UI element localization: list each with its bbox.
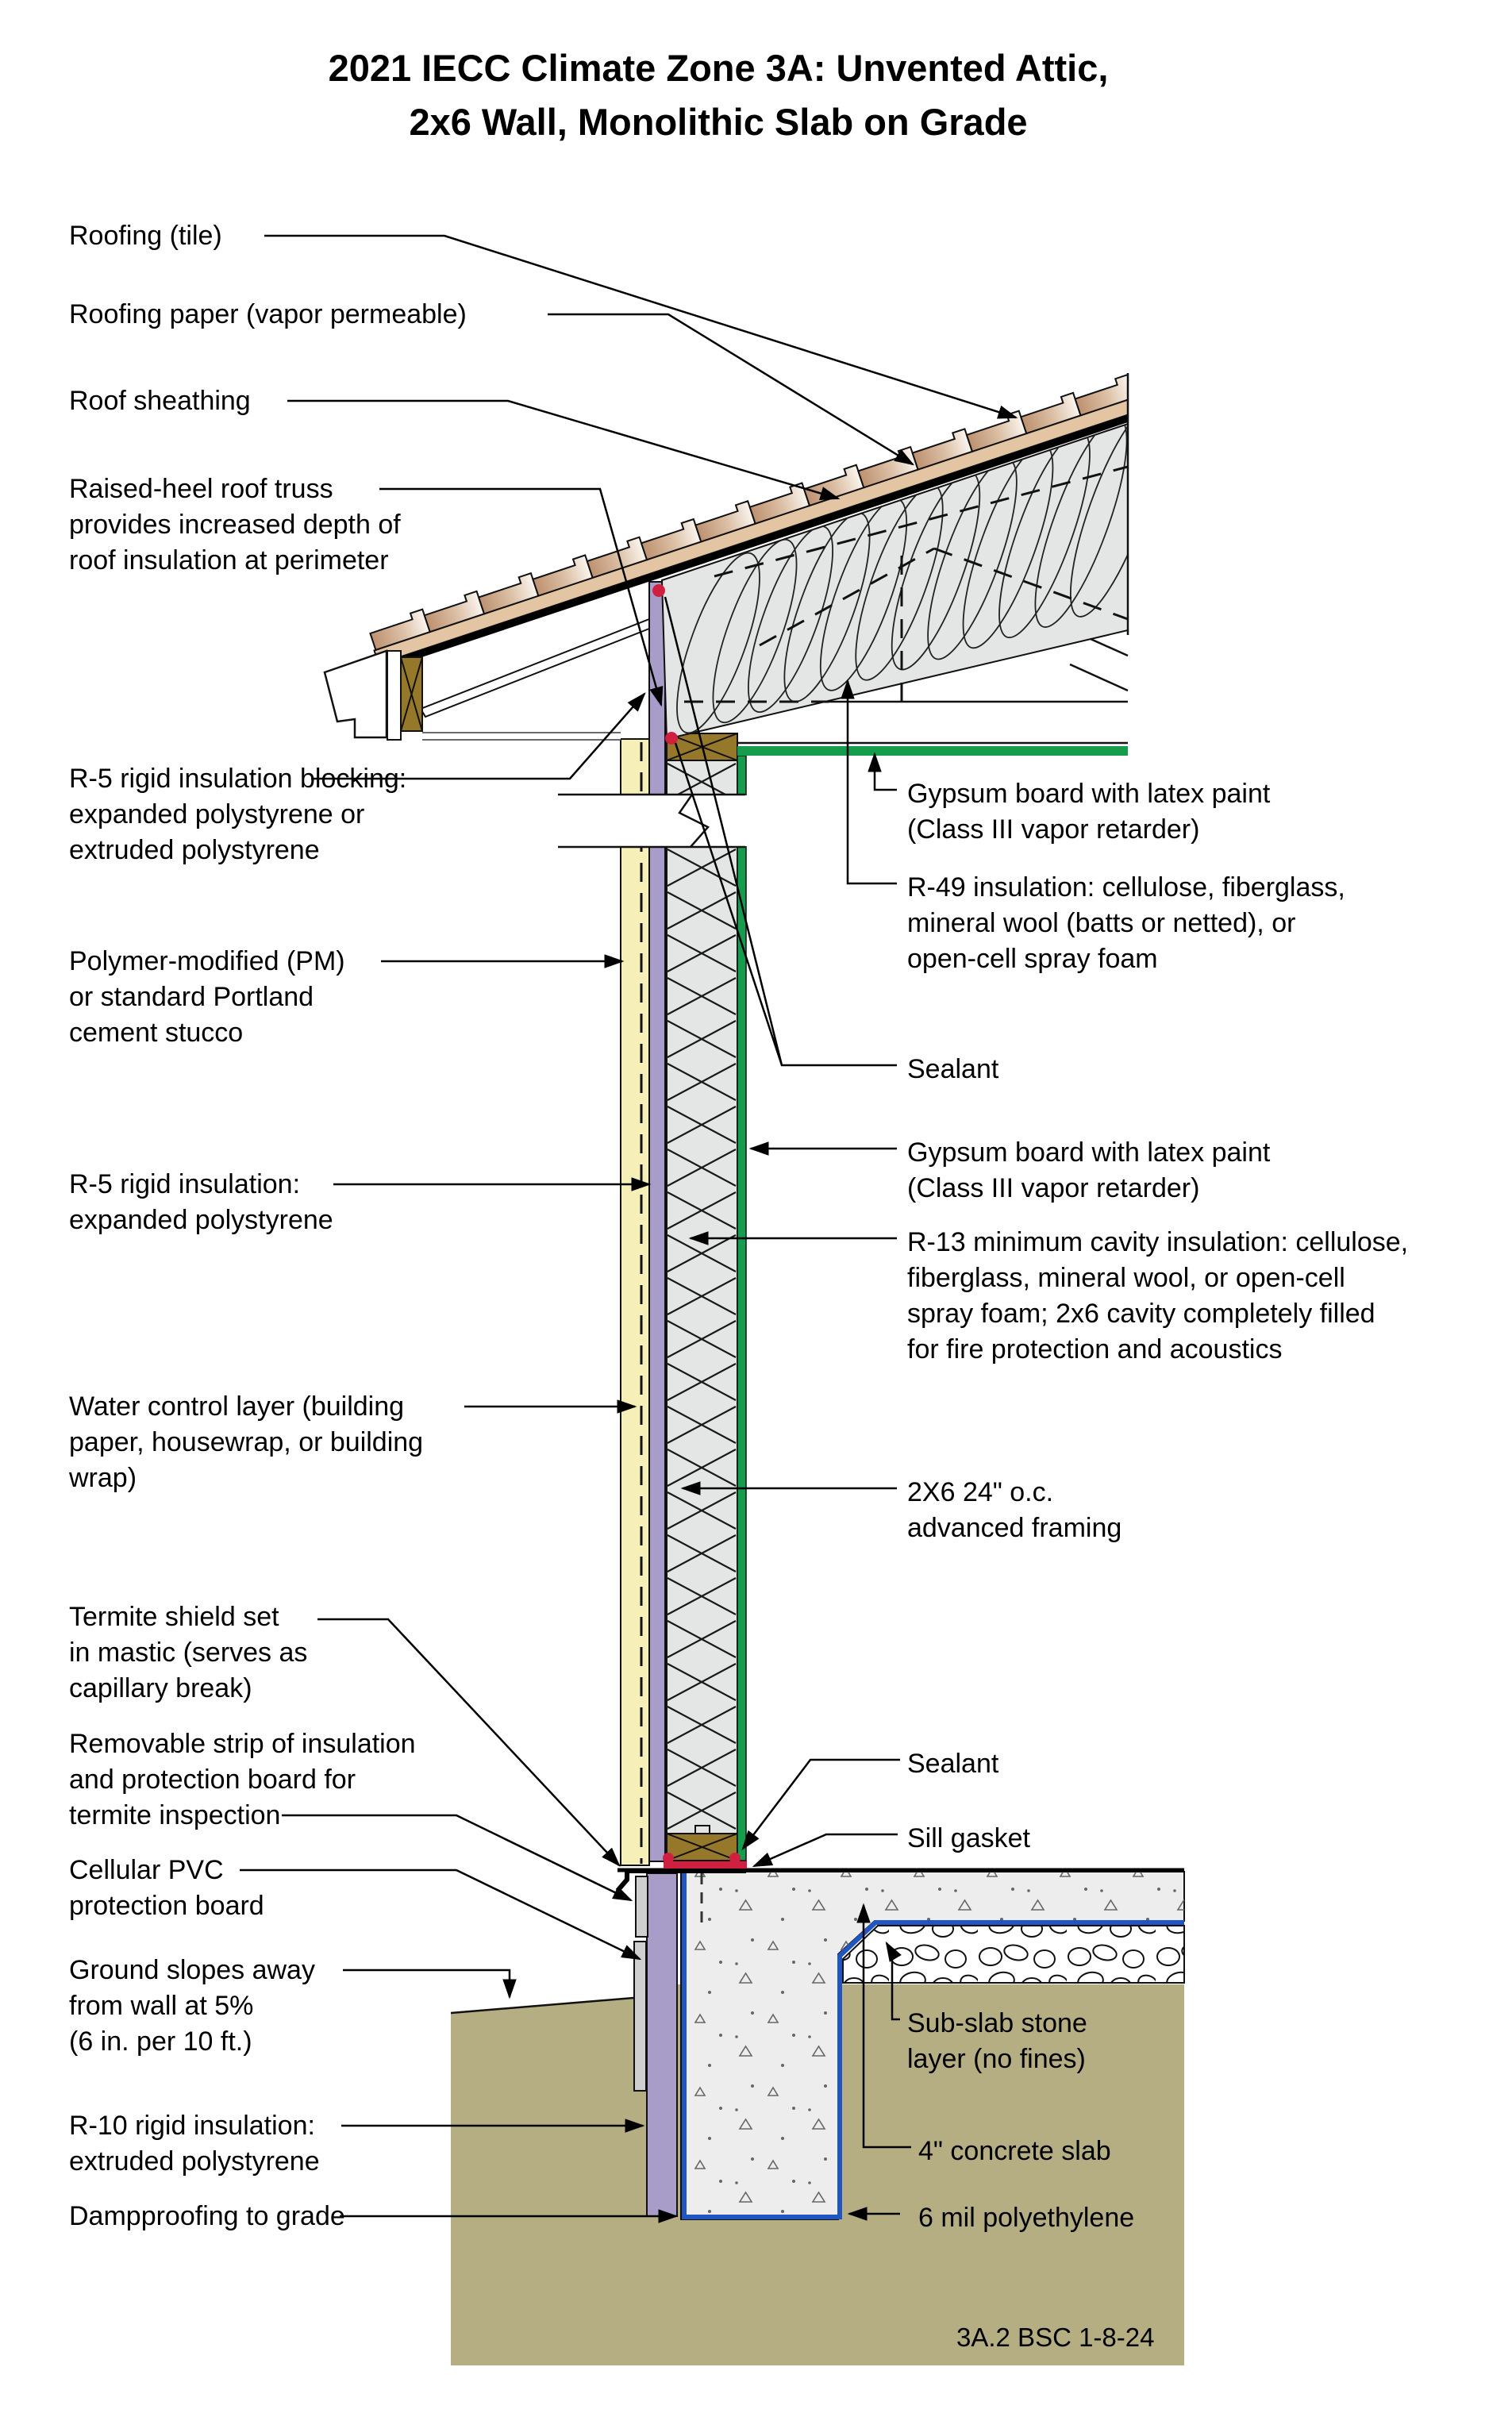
label-r5-blocking: R-5 rigid insulation blocking: expanded …: [69, 764, 407, 865]
r10-rigid-insulation: [646, 1872, 678, 2217]
removable-insulation-strip: [635, 1876, 648, 1938]
attic-insulation: [660, 422, 1129, 741]
section-cut-lines: [829, 373, 1129, 703]
raised-heel-truss-member: [419, 618, 650, 718]
leader-roof-sheathing: [287, 399, 841, 501]
wall-cavity-insulation: [666, 760, 738, 1834]
label-roof-sheathing: Roof sheathing: [69, 386, 251, 416]
termite-shield: [615, 1869, 746, 1892]
label-r5-wall: R-5 rigid insulation: expanded polystyre…: [69, 1169, 333, 1235]
soffit: [422, 732, 621, 741]
label-polyethylene: 6 mil polyethylene: [918, 2203, 1135, 2233]
label-raised-heel: Raised-heel roof truss provides increase…: [69, 474, 401, 575]
leader-roofing-paper: [548, 313, 915, 466]
gypsum-board-wall: [737, 755, 747, 1861]
fascia-board: [400, 656, 423, 732]
sill-plate: [666, 1825, 738, 1861]
label-roofing-tile: Roofing (tile): [69, 221, 222, 251]
gutter: [323, 649, 388, 739]
leader-concrete-slab: [856, 1903, 911, 2149]
sealant-dot-sill-right: [729, 1853, 741, 1864]
leader-ground-slope: [343, 1969, 517, 1999]
gypsum-board-ceiling: [737, 741, 1128, 756]
sill-gasket: [664, 1861, 747, 1869]
wall-break-symbol: [558, 793, 747, 849]
label-sealant-top: Sealant: [907, 1054, 999, 1084]
label-dampproofing: Dampproofing to grade: [69, 2201, 345, 2231]
leader-sill-gasket: [752, 1833, 898, 1868]
polyethylene-vapor-barrier: [682, 1873, 1184, 2219]
sealant-dot-sill-left: [663, 1853, 674, 1864]
leader-sealant-bottom: [741, 1758, 900, 1850]
title-line-2: 2x6 Wall, Monolithic Slab on Grade: [409, 101, 1028, 143]
leader-removable-strip: [282, 1814, 633, 1902]
cellular-pvc-protection-board: [633, 1941, 647, 2092]
label-r10: R-10 rigid insulation: extruded polystyr…: [69, 2111, 320, 2176]
label-2x6-framing: 2X6 24" o.c. advanced framing: [907, 1477, 1122, 1543]
leader-gypsum-ceiling: [868, 752, 897, 791]
sealant-dot-ceiling: [665, 732, 678, 745]
label-sealant-bottom: Sealant: [907, 1749, 999, 1779]
sealant-dot-roof: [652, 584, 665, 597]
label-removable-strip: Removable strip of insulation and protec…: [69, 1729, 416, 1830]
grade-line: [450, 1996, 644, 2015]
r5-wall-rigid-insulation: [648, 581, 666, 1862]
label-water-control: Water control layer (building paper, hou…: [69, 1391, 424, 1493]
label-gypsum-wall: Gypsum board with latex paint (Class III…: [907, 1137, 1271, 1203]
leader-roofing-tile: [264, 234, 1018, 419]
leader-raised-heel-truss: [379, 487, 664, 707]
drawing-number: 3A.2 BSC 1-8-24: [956, 2323, 1155, 2352]
sub-slab-stone-layer: [842, 1925, 1185, 1984]
frieze-trim: [387, 650, 402, 741]
truss-webs-hidden: [684, 465, 1129, 703]
title-line-1: 2021 IECC Climate Zone 3A: Unvented Atti…: [328, 47, 1109, 89]
label-r13: R-13 minimum cavity insulation: cellulos…: [907, 1227, 1409, 1364]
roof-sheathing: [379, 406, 1128, 672]
label-sub-slab-stone: Sub-slab stone layer (no fines): [907, 2008, 1087, 2074]
label-concrete-slab: 4" concrete slab: [918, 2136, 1111, 2166]
leader-cellular-pvc: [240, 1869, 642, 1961]
label-stucco: Polymer-modified (PM) or standard Portla…: [69, 946, 345, 1048]
label-cellular-pvc: Cellular PVC protection board: [69, 1855, 264, 1921]
leader-termite-shield: [317, 1618, 621, 1867]
label-sill-gasket: Sill gasket: [907, 1823, 1030, 1853]
leader-sealant-top: [664, 596, 897, 1067]
stucco-layer: [620, 738, 650, 1866]
label-roofing-paper: Roofing paper (vapor permeable): [69, 299, 467, 329]
leader-r49: [841, 679, 897, 885]
page-title: 2021 IECC Climate Zone 3A: Unvented Atti…: [119, 41, 1318, 149]
leader-r5-blocking: [311, 692, 646, 780]
label-ground-slope: Ground slopes away from wall at 5% (6 in…: [69, 1955, 315, 2057]
sealant-dots: [652, 584, 741, 1864]
label-termite-shield: Termite shield set in mastic (serves as …: [69, 1602, 308, 1703]
label-gypsum-ceiling: Gypsum board with latex paint (Class III…: [907, 779, 1271, 845]
label-r49: R-49 insulation: cellulose, fiberglass, …: [907, 872, 1345, 974]
leader-sub-slab-stone: [885, 1941, 902, 2021]
